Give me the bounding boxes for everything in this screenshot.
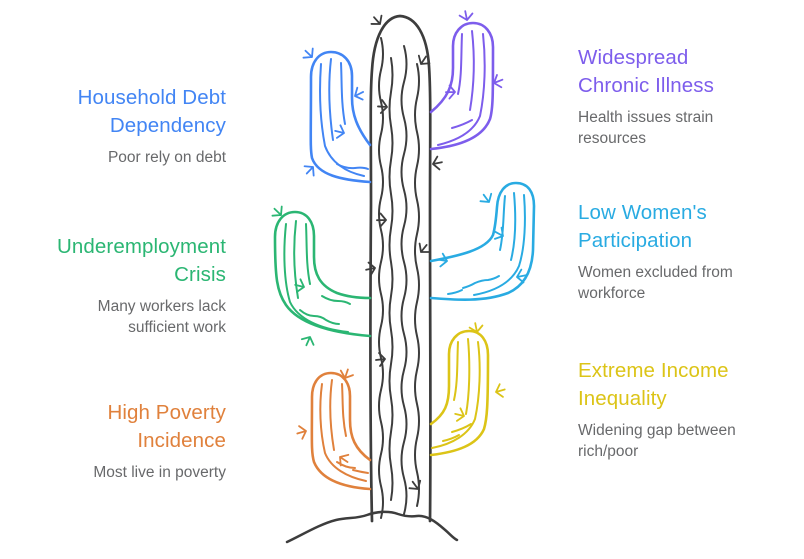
section-subtitle: Health issues strain resources (578, 107, 780, 149)
section-label-income-inequality: Extreme Income Inequality Widening gap b… (578, 357, 780, 462)
section-label-underemployment: Underemployment Crisis Many workers lack… (40, 233, 226, 338)
title-line: Underemployment (57, 235, 226, 258)
spine-icon (477, 190, 496, 207)
subtitle-line: Poor rely on debt (107, 149, 226, 166)
spine-icon (299, 45, 318, 63)
cactus-arm-underemployment (268, 203, 372, 350)
subtitle-line: Widening gap between (578, 422, 736, 439)
spine-icon (493, 382, 507, 399)
subtitle-line: workforce (578, 285, 646, 302)
subtitle-line: Health issues strain (578, 109, 714, 126)
spine-icon (444, 84, 457, 100)
section-title: Extreme Income Inequality (578, 357, 780, 413)
cactus-arm-income-inequality (429, 321, 507, 457)
title-line: Extreme Income (578, 359, 729, 382)
section-subtitle: Poor rely on debt (40, 147, 226, 168)
title-line: Incidence (137, 429, 226, 452)
spine-icon (337, 365, 356, 382)
cactus-arm-women-participation (429, 181, 536, 302)
subtitle-line: resources (578, 130, 647, 147)
cactus-arm-poverty (295, 365, 372, 491)
title-line: Inequality (578, 387, 667, 410)
title-line: Participation (578, 229, 693, 252)
spine-icon (332, 123, 347, 141)
spine-icon (375, 352, 386, 367)
section-title: Household Debt Dependency (40, 84, 226, 140)
spine-icon (406, 477, 425, 494)
spine-icon (452, 406, 467, 424)
section-title: High Poverty Incidence (40, 399, 226, 455)
title-line: Low Women's (578, 201, 707, 224)
section-subtitle: Women excluded from workforce (578, 262, 780, 304)
subtitle-line: Many workers lack (97, 298, 226, 315)
cactus-arm-chronic-illness (429, 9, 506, 151)
spine-icon (376, 98, 389, 115)
ground-line (285, 510, 459, 544)
section-title: Underemployment Crisis (40, 233, 226, 289)
section-label-household-debt: Household Debt Dependency Poor rely on d… (40, 84, 226, 168)
spine-icon (458, 9, 474, 22)
spine-icon (435, 251, 450, 269)
section-subtitle: Many workers lack sufficient work (40, 296, 226, 338)
spine-icon (299, 333, 317, 350)
title-line: Widespread (578, 46, 689, 69)
cactus-trunk (285, 12, 459, 544)
spine-icon (375, 212, 388, 228)
spine-icon (295, 424, 309, 441)
subtitle-line: Most live in poverty (93, 464, 226, 481)
subtitle-line: rich/poor (578, 443, 639, 460)
section-title: Low Women's Participation (578, 199, 780, 255)
section-label-poverty: High Poverty Incidence Most live in pove… (40, 399, 226, 483)
title-line: Dependency (109, 114, 226, 137)
title-line: Chronic Illness (578, 74, 714, 97)
section-subtitle: Most live in poverty (40, 462, 226, 483)
title-line: Household Debt (77, 86, 226, 109)
section-label-women-participation: Low Women's Participation Women excluded… (578, 199, 780, 304)
title-line: High Poverty (107, 401, 226, 424)
section-label-chronic-illness: Widespread Chronic Illness Health issues… (578, 44, 780, 149)
section-title: Widespread Chronic Illness (578, 44, 780, 100)
section-subtitle: Widening gap between rich/poor (578, 420, 780, 462)
cactus-arm-household-debt (299, 45, 372, 184)
title-line: Crisis (174, 263, 226, 286)
subtitle-line: Women excluded from (578, 264, 733, 281)
spine-icon (351, 85, 367, 103)
subtitle-line: sufficient work (128, 319, 226, 336)
spine-icon (431, 155, 444, 171)
